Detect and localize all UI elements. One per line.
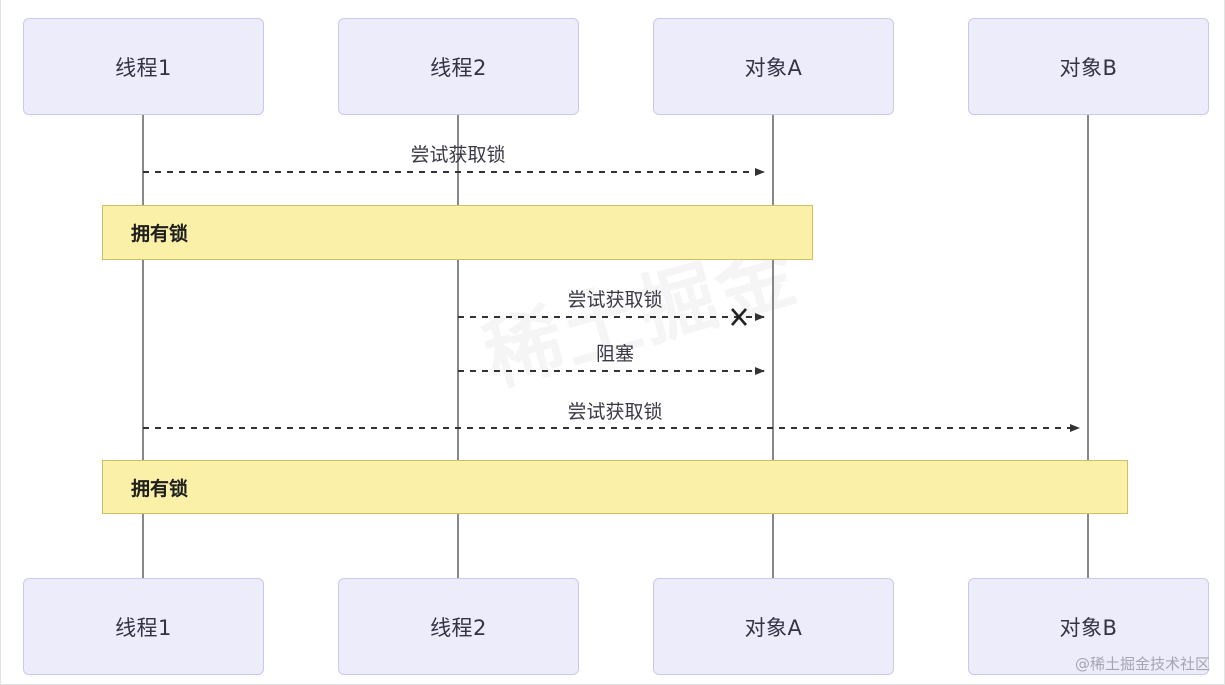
participant-label-t1-top: 线程1 bbox=[115, 55, 172, 80]
participant-box-t1-top[interactable]: 线程1 bbox=[23, 18, 264, 115]
note-bar-lock-held-2[interactable]: 拥有锁 bbox=[102, 460, 1128, 514]
note-label-lock-held-2: 拥有锁 bbox=[131, 477, 189, 500]
message-label-m4: 尝试获取锁 bbox=[567, 401, 663, 423]
message-label-m3: 阻塞 bbox=[595, 343, 635, 365]
participant-box-oa-bottom[interactable]: 对象A bbox=[653, 578, 894, 675]
message-arrow-m2 bbox=[458, 308, 765, 326]
blocked-x-icon bbox=[731, 308, 747, 326]
participant-label-t2-top: 线程2 bbox=[430, 55, 487, 80]
participant-label-ob-bottom: 对象B bbox=[1059, 615, 1118, 640]
participant-box-ob-top[interactable]: 对象B bbox=[968, 18, 1209, 115]
participant-label-t1-bottom: 线程1 bbox=[115, 615, 172, 640]
participant-box-t2-bottom[interactable]: 线程2 bbox=[338, 578, 579, 675]
participant-label-oa-top: 对象A bbox=[744, 55, 803, 80]
message-label-m2: 尝试获取锁 bbox=[567, 289, 663, 311]
participant-box-t1-bottom[interactable]: 线程1 bbox=[23, 578, 264, 675]
participant-label-oa-bottom: 对象A bbox=[744, 615, 803, 640]
participant-label-t2-bottom: 线程2 bbox=[430, 615, 487, 640]
participant-label-ob-top: 对象B bbox=[1059, 55, 1118, 80]
message-label-m1: 尝试获取锁 bbox=[410, 144, 506, 166]
corner-watermark-text: @稀土掘金技术社区 bbox=[1074, 655, 1210, 673]
note-label-lock-held-1: 拥有锁 bbox=[131, 223, 189, 245]
note-bar-lock-held-1[interactable]: 拥有锁 bbox=[102, 205, 813, 260]
participant-box-t2-top[interactable]: 线程2 bbox=[338, 18, 579, 115]
participant-box-oa-top[interactable]: 对象A bbox=[653, 18, 894, 115]
participant-box-ob-bottom[interactable]: 对象B bbox=[968, 578, 1209, 675]
